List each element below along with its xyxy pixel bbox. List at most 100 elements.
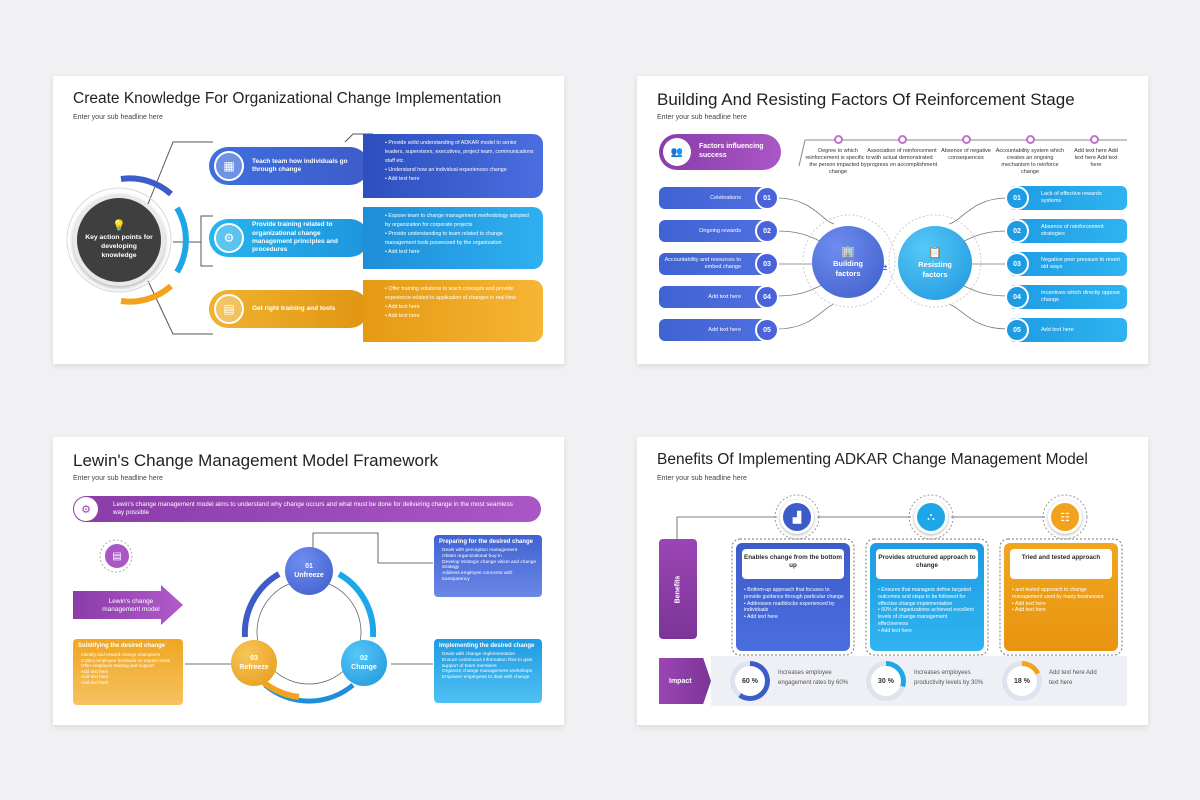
box-title: Preparing for the desired change — [439, 539, 534, 545]
sub-headline: Enter your sub headline here — [657, 475, 747, 482]
top-factor: Accountability system which creates an o… — [995, 148, 1065, 175]
benefits-label-box: Benefits — [659, 539, 697, 639]
bullet: Deals with perception management — [442, 548, 518, 553]
row-label: Lack of effective rewards systems — [1041, 191, 1102, 204]
row-label: Ongoing rewards — [699, 228, 741, 234]
connector-lines — [66, 133, 373, 335]
step-number: 01 — [305, 562, 313, 570]
row-number: 04 — [1005, 285, 1029, 309]
row-label: Add text here — [708, 294, 741, 300]
bullet: Add text here — [81, 674, 109, 679]
building-row[interactable]: Add text here — [659, 286, 769, 308]
box-title: Solidifying the desired change — [78, 643, 166, 649]
card-tested: Tried and tested approach and tested app… — [1004, 543, 1118, 651]
box-title: Implementing the desired change — [439, 643, 535, 649]
building-row[interactable]: Accountability and resources to embed ch… — [659, 253, 769, 275]
resisting-row[interactable]: Absence of reinforcement strategies — [1009, 219, 1127, 243]
top-marker — [1026, 135, 1035, 144]
item-label: Provide training related to organization… — [252, 221, 338, 254]
bullet: Provide solid understanding of ADKAR mod… — [385, 139, 535, 166]
slide-create-knowledge[interactable]: Create Knowledge For Organizational Chan… — [53, 76, 564, 364]
slide-adkar-benefits[interactable]: Benefits Of Implementing ADKAR Change Ma… — [637, 437, 1148, 725]
row-number: 02 — [755, 219, 779, 243]
building-row[interactable]: Celebrations — [659, 187, 769, 209]
row-label: Negative peer pressure to revert old way… — [1041, 257, 1120, 270]
bullet: Add text here — [744, 614, 844, 621]
step-number: 03 — [250, 654, 258, 662]
resisting-factors-circle: 📋 Resisting factors — [898, 226, 972, 300]
bullet: Ensures that managers define targeted ou… — [878, 587, 978, 607]
card-head: Tried and tested approach — [1010, 549, 1112, 579]
top-marker — [834, 135, 843, 144]
impact-strip — [711, 656, 1127, 706]
impact-label: Impact — [669, 677, 692, 685]
box-solidifying: Solidifying the desired change Identify … — [73, 639, 183, 705]
resisting-label: Resisting factors — [918, 260, 952, 280]
row-label: Add text here — [708, 327, 741, 333]
top-factor: Association of reinforcement with actual… — [866, 148, 938, 168]
bullet: Add text here — [1012, 601, 1112, 608]
card-head: Enables change from the bottom up — [742, 549, 844, 579]
row-label: Absence of reinforcement strategies — [1041, 224, 1104, 237]
item-label: Get right training and tools — [252, 304, 336, 312]
bullet: Provide understanding to team related to… — [385, 230, 535, 248]
bullet: Add text here — [385, 312, 535, 321]
detail-teach: Provide solid understanding of ADKAR mod… — [363, 134, 543, 198]
slide-lewin-model[interactable]: Lewin's Change Management Model Framewor… — [53, 437, 564, 725]
row-number: 02 — [1005, 219, 1029, 243]
bullet: Identify and reward change champions — [81, 652, 160, 657]
presentation-icon: ▦ — [214, 151, 244, 181]
bullet: Add text here — [1012, 607, 1112, 614]
model-icon: ▤ — [103, 542, 131, 570]
card-structured: Provides structured approach to change E… — [870, 543, 984, 651]
row-number: 01 — [755, 186, 779, 210]
building-row[interactable]: Ongoing rewards — [659, 220, 769, 242]
bullet: Ensure continuous information flow to ga… — [442, 657, 533, 669]
detail-tools: Offer training solutions to teach concep… — [363, 280, 543, 342]
connector-lines — [676, 494, 1123, 656]
item-training[interactable]: ⚙ Provide training related to organizati… — [209, 219, 369, 257]
detail-training: Expose team to change management methodo… — [363, 207, 543, 269]
step-label: Refreeze — [239, 664, 269, 671]
row-number: 03 — [755, 252, 779, 276]
row-number: 01 — [1005, 186, 1029, 210]
impact-ring: 18 % — [1002, 661, 1042, 701]
benefits-label: Benefits — [674, 575, 682, 603]
presenter-icon: 📋 — [928, 247, 942, 260]
impact-text: Increases employees productivity levels … — [914, 670, 984, 687]
bullet: Add text here — [385, 175, 535, 184]
model-arrow: Lewin's change management model — [73, 585, 183, 625]
bullet: Empower employees to deal with change — [442, 675, 530, 680]
box-implementing: Implementing the desired change Deals wi… — [434, 639, 542, 703]
bullet: Addresses roadblocks experienced by indi… — [744, 601, 844, 615]
bullet: Add text here — [81, 679, 109, 685]
top-factor: Degree to which reinforcement is specifi… — [805, 148, 871, 175]
impact-percent: 30 % — [871, 666, 901, 696]
box-preparing: Preparing for the desired change Deals w… — [434, 535, 542, 597]
bullet: Deals with change implementation — [442, 652, 516, 657]
bullet: Understand how an individual experiences… — [385, 166, 535, 175]
double-arrow-icon: ⇄ — [879, 263, 888, 274]
training-chart-icon: ▤ — [214, 294, 244, 324]
arrow-label: Lewin's change management model — [102, 598, 160, 613]
slide-reinforcement-factors[interactable]: Building And Resisting Factors Of Reinfo… — [637, 76, 1148, 364]
checklist-icon: ☷ — [1048, 500, 1082, 534]
building-row[interactable]: Add text here — [659, 319, 769, 341]
bullet: Expose team to change management methodo… — [385, 212, 535, 230]
top-marker — [962, 135, 971, 144]
impact-percent: 18 % — [1007, 666, 1037, 696]
top-factor: Add text here Add text here Add text her… — [1074, 148, 1118, 168]
item-teach[interactable]: ▦ Teach team how individuals go through … — [209, 147, 369, 185]
impact-text: Increases employee engagement rates by 6… — [778, 670, 849, 687]
resisting-row[interactable]: Incentives which directly oppose change — [1009, 285, 1127, 309]
step-label: Unfreeze — [294, 572, 324, 579]
row-number: 04 — [755, 285, 779, 309]
slide-title: Lewin's Change Management Model Framewor… — [73, 451, 439, 470]
item-tools[interactable]: ▤ Get right training and tools — [209, 290, 369, 328]
item-label: Teach team how individuals go through ch… — [252, 157, 348, 173]
building-icon: 🏢 — [841, 246, 855, 259]
hub-circle: 💡 Key action points for developing knowl… — [73, 194, 165, 286]
